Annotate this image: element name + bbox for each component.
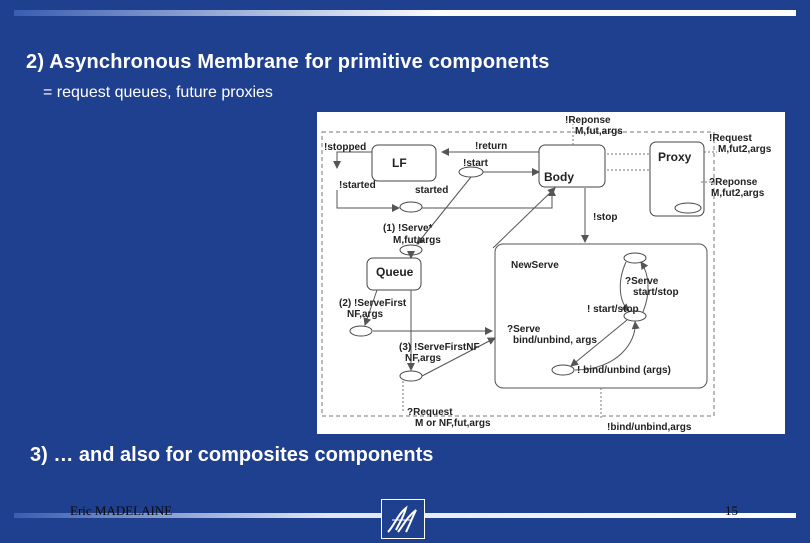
label-startstop: ! start/stop [587,304,639,315]
label-reponse-right: ?Reponse [709,177,758,188]
label-started: started [415,185,448,196]
proxy-box-label: Proxy [658,150,692,164]
label-serve1-args: M,fut,args [393,235,441,246]
section-heading-composites: 3) … and also for composites components [30,444,434,466]
edge-stopped [333,151,372,169]
footer-author: Eric MADELAINE [70,503,173,518]
label-stop: !stop [593,212,617,223]
membrane-diagram-svg: LF Body Proxy Queue NewServe [321,115,772,433]
membrane-diagram: LF Body Proxy Queue NewServe [317,112,785,434]
label-serve-bind: ?Serve [507,324,541,335]
body-box [538,144,606,188]
label-serve2-args: NF,args [347,309,384,320]
label-bind-bottom: !bind/unbind,args [607,422,692,433]
edge-bind-back [574,321,640,371]
queue-box-label: Queue [376,265,414,279]
label-request-right-args: M,fut2,args [718,144,772,155]
label-return: !return [475,141,507,152]
state-serve3 [399,370,423,382]
edge-serve3-out [421,337,496,377]
label-request-bottom-args: M or NF,fut,args [415,418,491,429]
label-serve3-args: NF,args [405,353,442,364]
label-request-bottom: ?Request [407,407,453,418]
label-serve1: (1) !Serve* [383,223,433,234]
state-proxy [674,202,702,214]
top-divider-bar [14,10,796,16]
label-serve-bind-args: bind/unbind, args [513,335,597,346]
label-stopped: !stopped [324,142,366,153]
institution-logo-icon [381,499,425,539]
lf-box [371,144,437,182]
queue-box [366,257,422,291]
label-bind-args: ! bind/unbind (args) [577,365,671,376]
state-started [399,201,423,213]
state-serve-startstop [623,310,647,322]
edge-serve-startstop [619,261,630,312]
slide-title: 2) Asynchronous Membrane for primitive c… [26,51,550,73]
edge-to-serve [416,176,472,245]
edge-serve-bind [570,319,628,367]
edge-serve2 [363,289,378,326]
label-serve3: (3) !ServeFirstNF [399,342,480,353]
state-serve-bind [551,364,575,376]
label-reponse-right-args: M,fut2,args [711,188,765,199]
label-serve2: (2) !ServeFirst [339,298,407,309]
label-serve-startstop: ?Serve [625,276,659,287]
lf-box-label: LF [392,156,407,170]
state-serve-idle [623,252,647,264]
slide-subtitle: = request queues, future proxies [43,84,273,101]
label-reponse-top: !Reponse [565,115,611,126]
state-serve2 [349,325,373,337]
membrane-boundary [321,131,715,417]
newserve-label: NewServe [511,260,559,271]
edge-newserve-body [492,187,556,249]
edge-startstop-back [640,261,649,313]
label-started-excl: !started [339,180,376,191]
label-reponse-top-args: M,fut,args [575,126,623,137]
label-start: !start [463,158,489,169]
proxy-box [649,141,705,217]
state-serve1 [399,244,423,256]
body-box-label: Body [544,170,574,184]
edge-started [336,190,400,212]
label-serve-startstop-args: start/stop [633,287,679,298]
label-request-right: !Request [709,133,752,144]
page-number: 15 [725,503,738,518]
